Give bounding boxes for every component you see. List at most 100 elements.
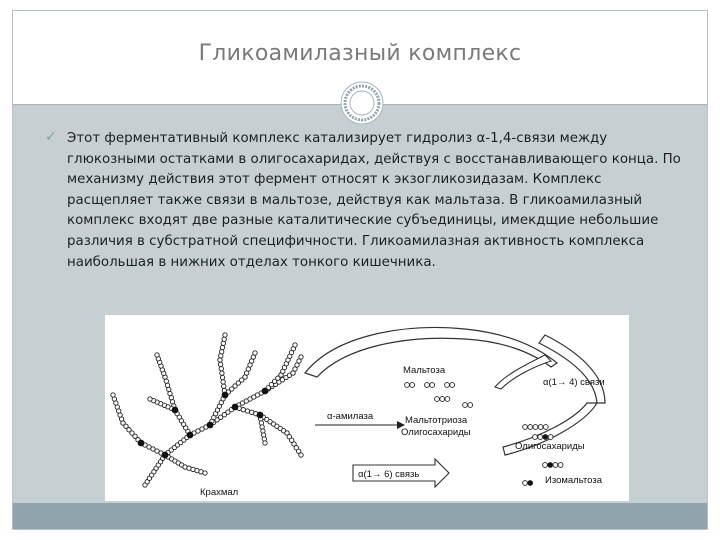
sugar-unit [404,382,410,388]
glucose-unit [271,378,278,385]
glucose-unit [218,414,224,420]
sugar-unit [532,434,538,440]
branch-point [261,387,269,395]
glucose-unit [284,430,290,436]
glucose-unit [132,433,138,439]
sugar-unit [439,396,446,402]
branch-point [137,439,145,447]
glucose-unit [286,434,292,440]
glucose-unit [296,358,302,364]
starch-label: Крахмал [200,487,238,498]
sugar-unit [429,382,436,388]
starch-branches [110,332,304,488]
glucose-unit [219,344,226,351]
bond-14-label: α(1→ 4) связи [543,377,605,388]
glucose-unit [268,381,275,388]
sugar-unit [522,480,528,486]
glucose-unit [195,428,201,434]
sugar-unit [409,382,416,388]
glucose-unit [262,440,268,446]
glucose-unit [298,354,304,360]
glucose-unit [154,448,160,454]
glucose-unit [221,336,227,342]
glucose-unit [217,357,223,363]
glucose-unit [219,370,225,376]
glucose-unit [291,441,297,447]
sugar-unit [449,382,456,388]
branch-point [206,421,214,429]
sugar-unit [444,396,451,402]
sugar-unit [444,382,450,388]
glucose-unit [225,409,231,415]
glucose-unit [292,366,298,372]
oligosaccharides-label-2: Олигосахариды [515,441,585,452]
glucose-unit [123,423,129,429]
glucose-unit [126,427,132,433]
sugar-unit [537,424,544,430]
glucose-unit [218,366,224,372]
isomaltose-label: Изомальтоза [545,475,603,486]
sugar-unit [542,462,548,468]
sugar-unit [467,402,474,408]
sugar-unit [462,402,468,408]
glucose-unit [221,383,227,389]
glucose-unit [275,375,281,381]
oligosaccharides-label-1: Олигосахариды [401,427,471,438]
glucose-unit [239,377,245,383]
maltotriose-label: Мальтотриоза [405,415,468,426]
glucose-unit [298,452,304,458]
glucose-unit [164,382,171,388]
slide-frame: Гликоамилазный комплекс ✓ Этот ферментат… [12,10,708,530]
glucose-unit [292,342,298,348]
sugar-unit [527,480,534,486]
sugar-unit [542,424,549,430]
glucose-unit [219,374,226,381]
glucose-unit [169,399,176,405]
sugar-unit [552,462,559,468]
glucose-unit [110,392,116,398]
check-mark-icon: ✓ [45,129,57,145]
bond-arrow-down-icon [502,402,599,456]
maltose-label: Мальтоза [403,365,446,376]
glucose-unit [252,350,258,356]
glucose-unit [146,444,152,450]
circle-ornament-icon [340,81,384,125]
branch-point [231,403,239,411]
branch-point [256,411,264,419]
sugar-unit [547,434,554,440]
glucose-unit [293,445,299,451]
branch-point [186,431,194,439]
amylase-arrow-head-icon [397,421,405,429]
glucose-unit [199,426,205,432]
diagram-canvas: α-амилаза Мальтоза α(1→ 4) связи Мальтот… [110,326,606,498]
glucose-unit [154,352,160,358]
glucose-unit [289,437,295,443]
glucose-unit [296,448,302,454]
sugar-unit [557,462,564,468]
glucose-unit [202,470,208,476]
glucose-unit [240,407,246,413]
glucose-unit [244,408,251,414]
branch-point [161,451,169,459]
starch-digestion-diagram: α-амилаза Мальтоза α(1→ 4) связи Мальтот… [105,315,629,501]
glucose-unit [229,386,235,392]
sugar-unit [537,434,544,440]
sugar-molecules [404,382,564,486]
branch-point [171,406,179,414]
glucose-unit [294,362,300,368]
sugar-unit [527,424,534,430]
sugar-unit [532,424,539,430]
glucose-unit [150,446,156,452]
alpha-amylase-label: α-амилаза [327,411,374,422]
sugar-unit [547,462,554,468]
bond-arrow-icon [538,334,606,404]
glucose-unit [129,430,135,436]
glucose-unit [232,383,238,389]
sugar-unit [434,396,440,402]
glucose-unit [290,370,296,376]
glucose-unit [147,396,153,402]
sugar-unit [542,434,549,440]
slide-title: Гликоамилазный комплекс [198,41,522,66]
glucose-unit [221,412,227,418]
glucose-unit [220,379,226,385]
